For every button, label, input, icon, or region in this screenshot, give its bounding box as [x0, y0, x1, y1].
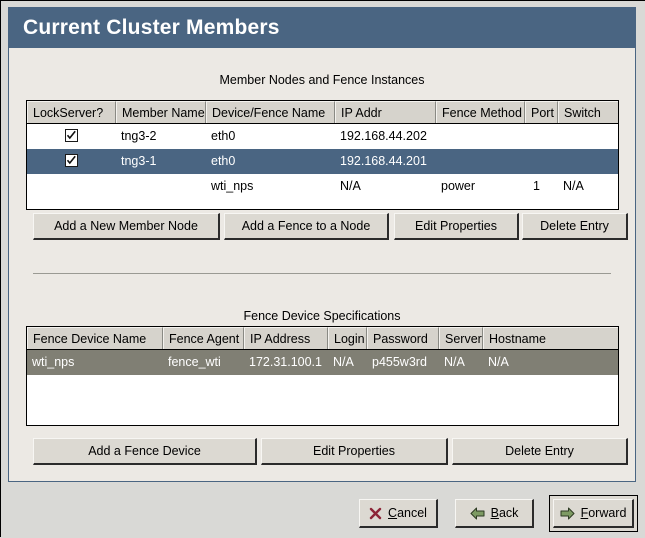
- cell-server[interactable]: N/A: [444, 355, 465, 369]
- cell-ip-addr[interactable]: 192.168.44.201: [340, 154, 427, 168]
- add-fence-to-node-button[interactable]: Add a Fence to a Node: [224, 213, 389, 240]
- wizard-button-bar: Cancel Back Forward: [1, 483, 645, 538]
- cell-port[interactable]: [525, 124, 558, 149]
- cell-member-name[interactable]: [116, 174, 206, 199]
- col-lockserver[interactable]: LockServer?: [27, 101, 116, 123]
- col-login[interactable]: Login: [328, 327, 367, 349]
- page-title: Current Cluster Members: [23, 16, 280, 39]
- cell-ip-address[interactable]: 172.31.100.1: [249, 355, 322, 369]
- cell-ip-addr[interactable]: 192.168.44.202: [340, 129, 427, 143]
- member-delete-entry-button[interactable]: Delete Entry: [522, 213, 628, 240]
- forward-mnemonic: F: [580, 506, 589, 520]
- col-hostname[interactable]: Hostname: [483, 327, 618, 349]
- x-mark-icon: [369, 507, 382, 520]
- lockserver-checkbox[interactable]: [65, 129, 78, 143]
- cell-device-fence-name[interactable]: wti_nps: [211, 179, 254, 193]
- col-port[interactable]: Port: [525, 101, 558, 123]
- fence-delete-entry-button[interactable]: Delete Entry: [452, 438, 628, 465]
- member-edit-properties-button[interactable]: Edit Properties: [394, 213, 519, 240]
- member-section-title: Member Nodes and Fence Instances: [219, 73, 425, 87]
- section-separator: [33, 273, 611, 274]
- fence-table-header: Fence Device Name Fence Agent IP Address…: [27, 327, 618, 350]
- cell-device-fence-name[interactable]: eth0: [211, 129, 236, 143]
- cell-lockserver[interactable]: [27, 174, 116, 199]
- lockserver-checkbox[interactable]: [65, 154, 78, 168]
- col-switch[interactable]: Switch: [558, 101, 618, 123]
- table-row[interactable]: wti_nps fence_wti 172.31.100.1 N/A p455w…: [27, 350, 618, 375]
- check-icon: [66, 130, 76, 140]
- col-ip-address[interactable]: IP Address: [244, 327, 328, 349]
- cell-member-name[interactable]: tng3-1: [121, 154, 157, 168]
- cancel-rest: ancel: [397, 506, 427, 520]
- cell-fence-method[interactable]: [436, 149, 525, 174]
- back-button[interactable]: Back: [455, 499, 534, 528]
- col-device-fence-name[interactable]: Device/Fence Name: [206, 101, 335, 123]
- col-ip-addr[interactable]: IP Addr: [335, 101, 436, 123]
- cell-lockserver[interactable]: [27, 124, 116, 149]
- forward-button[interactable]: Forward: [553, 499, 634, 528]
- member-table-header: LockServer? Member Name Device/Fence Nam…: [27, 101, 618, 124]
- cell-switch[interactable]: [558, 149, 618, 174]
- cell-fence-method[interactable]: power: [441, 179, 476, 193]
- cell-login[interactable]: N/A: [333, 355, 354, 369]
- col-password[interactable]: Password: [367, 327, 439, 349]
- forward-label: Forward: [581, 506, 627, 520]
- forward-rest: orward: [588, 506, 627, 520]
- col-fence-method[interactable]: Fence Method: [436, 101, 525, 123]
- add-fence-device-button[interactable]: Add a Fence Device: [33, 438, 257, 465]
- cell-switch[interactable]: [558, 124, 618, 149]
- back-label: Back: [491, 506, 519, 520]
- arrow-left-icon: [470, 507, 485, 520]
- back-rest: ack: [498, 506, 519, 520]
- col-member-name[interactable]: Member Name: [116, 101, 206, 123]
- cancel-button[interactable]: Cancel: [359, 499, 438, 528]
- check-icon: [66, 155, 76, 165]
- member-nodes-table[interactable]: LockServer? Member Name Device/Fence Nam…: [26, 100, 619, 210]
- cell-password[interactable]: p455w3rd: [372, 355, 427, 369]
- titlebar: Current Cluster Members: [9, 8, 635, 48]
- col-fence-agent[interactable]: Fence Agent: [163, 327, 244, 349]
- cell-ip-addr[interactable]: N/A: [340, 179, 361, 193]
- cell-port[interactable]: 1: [533, 179, 540, 193]
- cell-fence-method[interactable]: [436, 124, 525, 149]
- cancel-mnemonic: C: [388, 506, 398, 520]
- table-row[interactable]: tng3-2 eth0 192.168.44.202: [27, 124, 618, 149]
- cell-lockserver[interactable]: [27, 149, 116, 174]
- cell-fence-agent[interactable]: fence_wti: [168, 355, 221, 369]
- cancel-label: Cancel: [388, 506, 427, 520]
- content-panel: Current Cluster Members Member Nodes and…: [8, 7, 636, 482]
- col-server[interactable]: Server: [439, 327, 483, 349]
- table-row[interactable]: tng3-1 eth0 192.168.44.201: [27, 149, 618, 174]
- fence-edit-properties-button[interactable]: Edit Properties: [261, 438, 448, 465]
- fence-device-table[interactable]: Fence Device Name Fence Agent IP Address…: [26, 326, 619, 426]
- cell-member-name[interactable]: tng3-2: [121, 129, 157, 143]
- cell-port[interactable]: [525, 149, 558, 174]
- cell-hostname[interactable]: N/A: [488, 355, 509, 369]
- table-row[interactable]: wti_nps N/A power 1 N/A: [27, 174, 618, 199]
- arrow-right-icon: [560, 507, 575, 520]
- fence-section-title: Fence Device Specifications: [243, 309, 401, 323]
- cell-device-fence-name[interactable]: eth0: [211, 154, 236, 168]
- cell-fence-device-name[interactable]: wti_nps: [32, 355, 75, 369]
- cell-switch[interactable]: N/A: [563, 179, 584, 193]
- add-new-member-node-button[interactable]: Add a New Member Node: [33, 213, 220, 240]
- col-fence-device-name[interactable]: Fence Device Name: [27, 327, 163, 349]
- back-mnemonic: B: [490, 506, 499, 520]
